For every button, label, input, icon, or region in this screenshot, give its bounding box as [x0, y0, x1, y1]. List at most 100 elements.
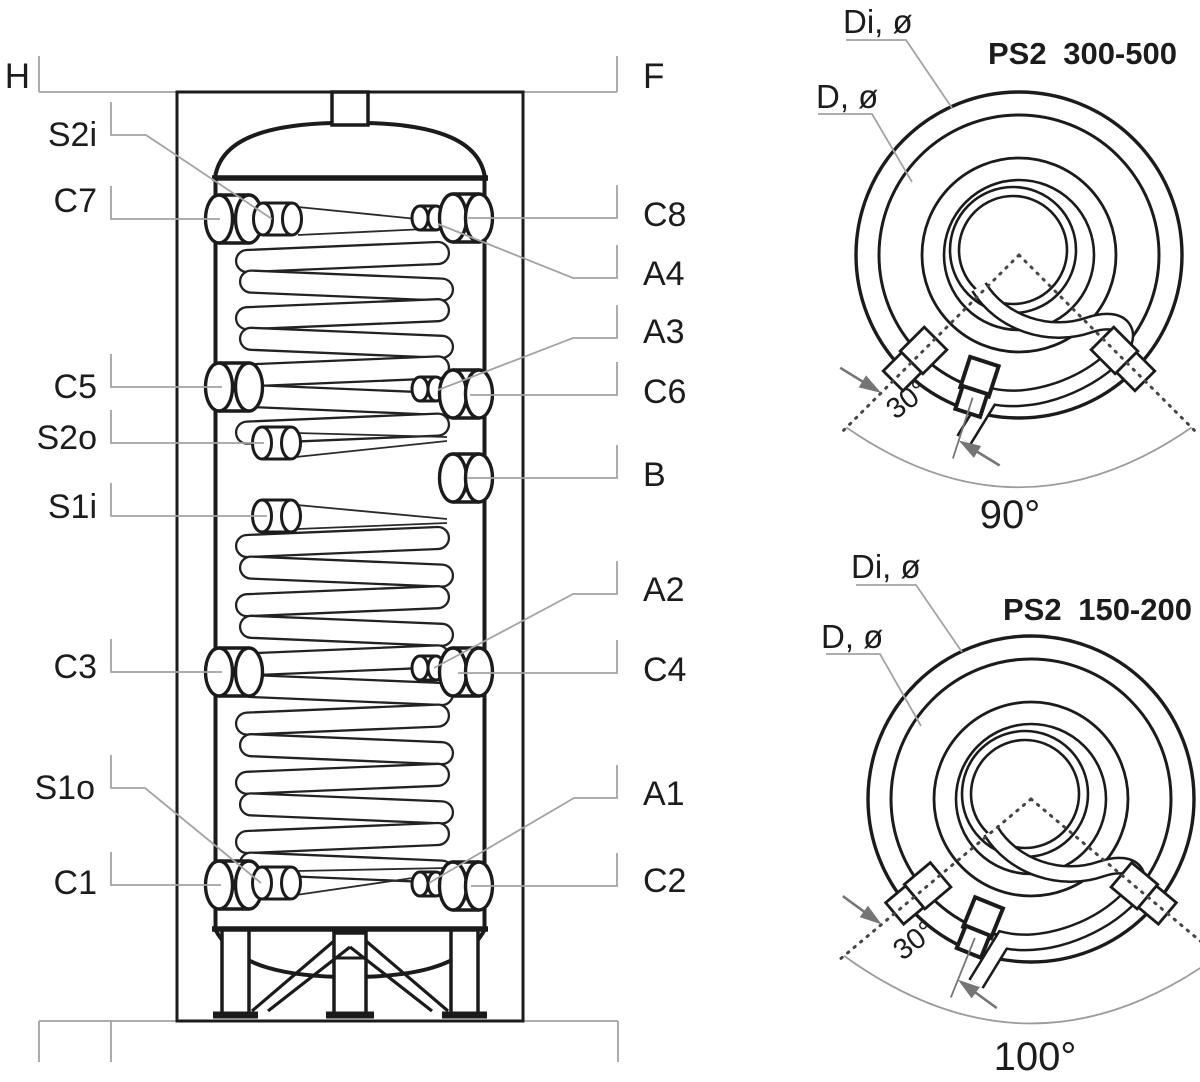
leader-line — [110, 852, 221, 886]
angle-extension-line — [949, 937, 976, 998]
dimension-arrow-tail — [973, 448, 1001, 467]
stub-s1i-inner-cap — [280, 498, 302, 534]
leader-line — [433, 561, 618, 669]
leader-line — [110, 410, 264, 444]
port-c6-outer-cap — [463, 368, 495, 420]
dimension-arrow-tail — [839, 366, 867, 385]
tank-leg — [220, 928, 251, 1018]
leader-line — [437, 305, 618, 391]
top-view-geometry — [818, 39, 1199, 489]
tank-leg — [332, 931, 368, 1017]
stub-s2o-lines — [262, 425, 291, 461]
coil-pass — [238, 269, 455, 302]
label-H: H — [5, 57, 30, 96]
leader-line — [110, 186, 220, 220]
stub-a4-inner-cap — [410, 204, 430, 232]
insulation-circle — [866, 634, 1196, 964]
leader-line — [110, 483, 267, 517]
port-c4-inner-cap — [437, 646, 469, 698]
label-C5: C5 — [54, 368, 97, 406]
top-view-geometry — [826, 584, 1200, 1025]
label-C1: C1 — [54, 864, 97, 902]
dotted-ray — [839, 253, 1021, 435]
port-c8-inner-cap — [437, 192, 469, 244]
d-leader — [818, 113, 913, 183]
coil-taper — [295, 432, 448, 458]
stub-a1-inner-cap — [410, 870, 430, 898]
stub-s2i-inner-cap — [281, 201, 303, 237]
span-arc — [845, 426, 1193, 489]
label-d-diameter: D, ø — [821, 618, 883, 655]
leader-line — [437, 223, 618, 279]
coil-pass — [234, 240, 451, 274]
coil-pass — [238, 733, 455, 766]
label-C3: C3 — [54, 648, 97, 686]
label-S2i: S2i — [48, 116, 97, 154]
label-d-diameter: D, ø — [816, 78, 878, 115]
stub-s1i-lines — [262, 498, 291, 534]
stub-s2i-lines — [263, 201, 292, 237]
top-nozzle — [330, 90, 370, 127]
label-S2o: S2o — [37, 419, 98, 457]
span-arc — [843, 955, 1200, 1025]
coil-pass — [238, 555, 455, 588]
dotted-ray — [1029, 797, 1200, 943]
leader-lines — [110, 102, 618, 887]
port-c6-inner-cap — [437, 368, 469, 420]
label-offset-angle: 30° — [887, 915, 941, 967]
stub-a3-inner-cap — [410, 375, 430, 403]
di-leader — [846, 39, 953, 109]
label-span-angle: 90° — [980, 493, 1041, 537]
port-c3-inner-cap — [233, 646, 265, 698]
leader-line — [471, 853, 618, 887]
coil-turn-outer — [932, 700, 1130, 898]
label-C2: C2 — [643, 862, 686, 900]
leader-line — [110, 755, 262, 884]
label-A4: A4 — [643, 255, 685, 293]
coil-pass — [234, 762, 451, 795]
leader-line — [110, 102, 273, 220]
port-b-inner-cap — [437, 452, 469, 504]
coil-pass — [234, 703, 451, 736]
coil-loop-outer — [948, 185, 1078, 315]
coil-tube-fill — [958, 283, 1132, 444]
angle-extension-line — [952, 397, 974, 459]
dimension-arrow-tail — [842, 895, 868, 915]
leg-braces — [250, 939, 450, 1013]
coil-taper — [296, 504, 448, 530]
label-di-diameter: Di, ø — [851, 548, 921, 585]
leader-line — [458, 640, 618, 674]
stub-a2-inner-cap — [410, 654, 430, 682]
coil-loop-inner — [969, 738, 1081, 850]
top-view-300-500: PS2 300-500 Di, ø D, ø 30° 90° — [816, 3, 1199, 537]
leader-line — [468, 185, 618, 219]
coil-loop-inner — [957, 194, 1069, 306]
port-labels: H F S2i C7 C5 S2o S1i C3 S1o C1 C8 A4 A3… — [5, 57, 687, 902]
coil-pass — [238, 614, 455, 647]
label-C4: C4 — [643, 651, 686, 689]
label-A3: A3 — [643, 313, 685, 351]
label-S1i: S1i — [48, 488, 97, 526]
dimension-arrow — [958, 440, 982, 458]
stub-s1o-lines — [262, 865, 291, 901]
leader-line — [467, 445, 618, 479]
coil-loop-outer — [960, 729, 1090, 859]
dimension-arrow — [957, 979, 980, 999]
dimension-arrow — [858, 375, 882, 393]
vessel-seams — [212, 175, 488, 932]
label-S1o: S1o — [35, 769, 96, 807]
coil-pass — [238, 326, 455, 359]
vessel-walls — [213, 178, 487, 929]
title-ps2-150-200: PS2 150-200 — [1003, 592, 1192, 627]
di-leader — [856, 584, 963, 653]
coil-pass — [238, 792, 455, 825]
port-c5-inner-cap — [233, 361, 265, 413]
tank-outline — [175, 90, 525, 1023]
coil-pass — [234, 298, 451, 331]
dimension-arrow-tail — [971, 989, 998, 1010]
tank-leg — [449, 928, 480, 1018]
insulation-circle — [854, 90, 1184, 420]
dotted-ray — [1017, 253, 1199, 435]
title-ps2-300-500: PS2 300-500 — [988, 36, 1177, 71]
